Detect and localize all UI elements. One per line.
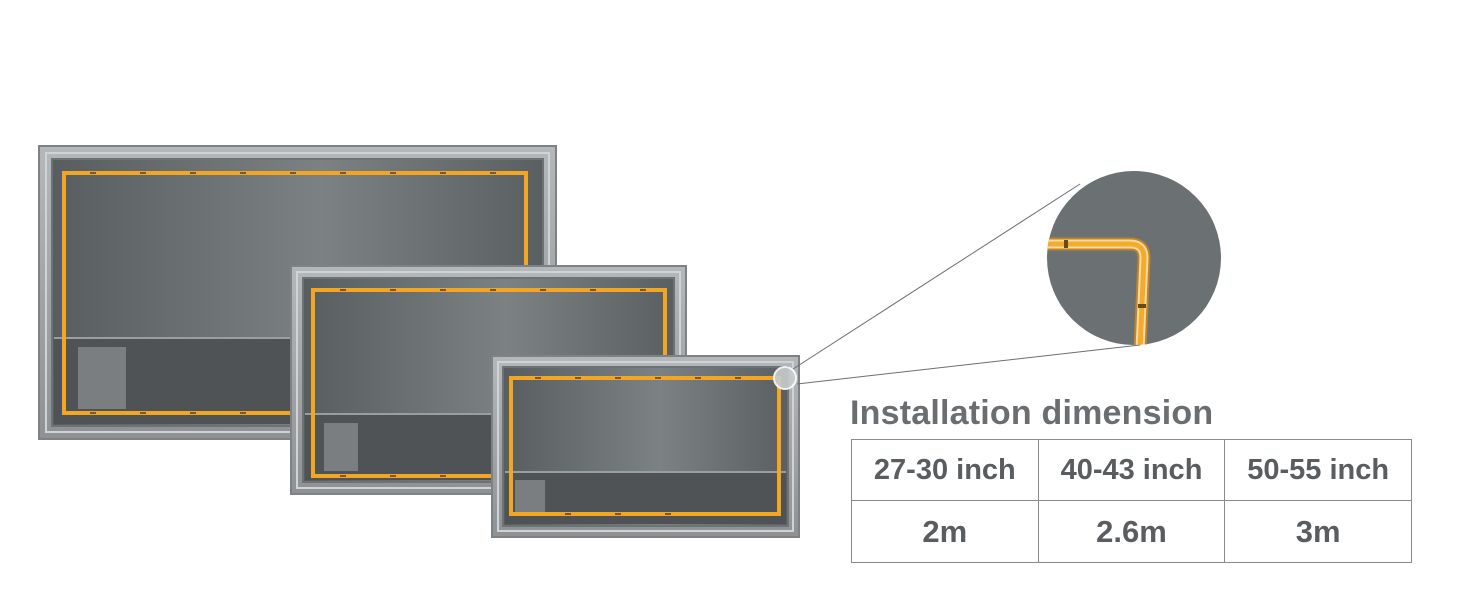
magnifier-circle-icon <box>1047 171 1221 345</box>
table-row: 2m 2.6m 3m <box>851 500 1412 563</box>
table-header-cell: 50-55 inch <box>1224 439 1412 501</box>
table-header-cell: 40-43 inch <box>1037 439 1226 501</box>
tv-frame-small <box>491 355 800 538</box>
tv-frame-medium <box>290 265 687 495</box>
installation-dimension-title: Installation dimension <box>850 394 1214 432</box>
table-cell: 3m <box>1224 500 1412 563</box>
table-cell: 2m <box>851 500 1039 563</box>
table-cell: 2.6m <box>1037 500 1226 563</box>
table-header-cell: 27-30 inch <box>851 439 1039 501</box>
dimension-table: 27-30 inch 40-43 inch 50-55 inch 2m 2.6m… <box>851 439 1412 563</box>
zoom-connector <box>792 183 1141 385</box>
table-header-row: 27-30 inch 40-43 inch 50-55 inch <box>851 439 1412 501</box>
